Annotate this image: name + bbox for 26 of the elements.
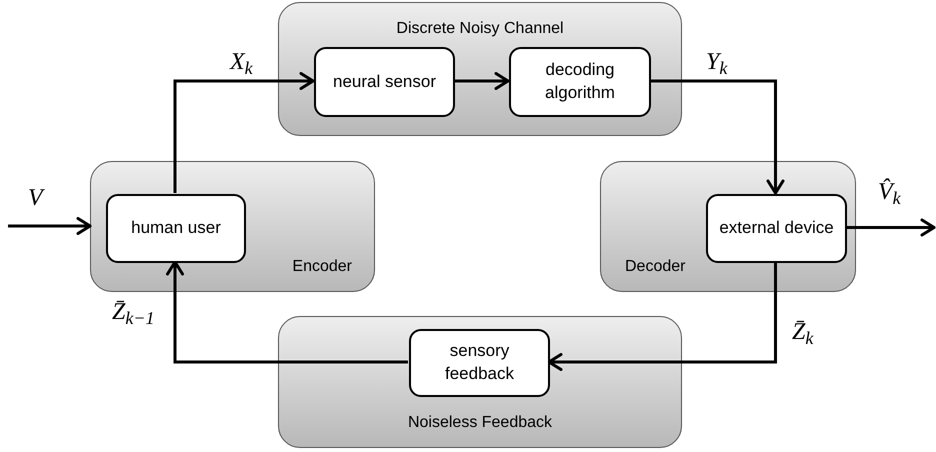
arrow [166,260,408,364]
group-title: Decoder [625,257,686,277]
group-title: Discrete Noisy Channel [395,19,565,39]
edge-label: V̂$_{k}$ [878,180,901,204]
arrow [846,218,936,236]
arrow [174,72,314,193]
group-title: Encoder [292,257,352,277]
edge-label: Z̄$_{k}$ [792,320,814,344]
process-box: human user [106,194,246,263]
edge-label: X$_{k}$ [230,50,253,74]
arrow [650,80,784,194]
process-box: decoding algorithm [509,47,651,117]
edge-label: V [28,186,43,210]
process-box: sensory feedback [409,329,550,397]
process-box: neural sensor [314,47,455,117]
group-panel [600,161,856,292]
group-panel [278,316,682,448]
arrow [548,262,777,371]
group-panel [90,161,375,292]
arrow [454,72,510,90]
edge-label: Z̄$_{k−1}$ [112,300,154,324]
group-title: Noiseless Feedback [406,413,554,433]
process-box: external device [706,194,847,263]
arrow [8,217,92,235]
group-panel [278,2,682,136]
edge-label: Y$_{k}$ [706,50,728,74]
